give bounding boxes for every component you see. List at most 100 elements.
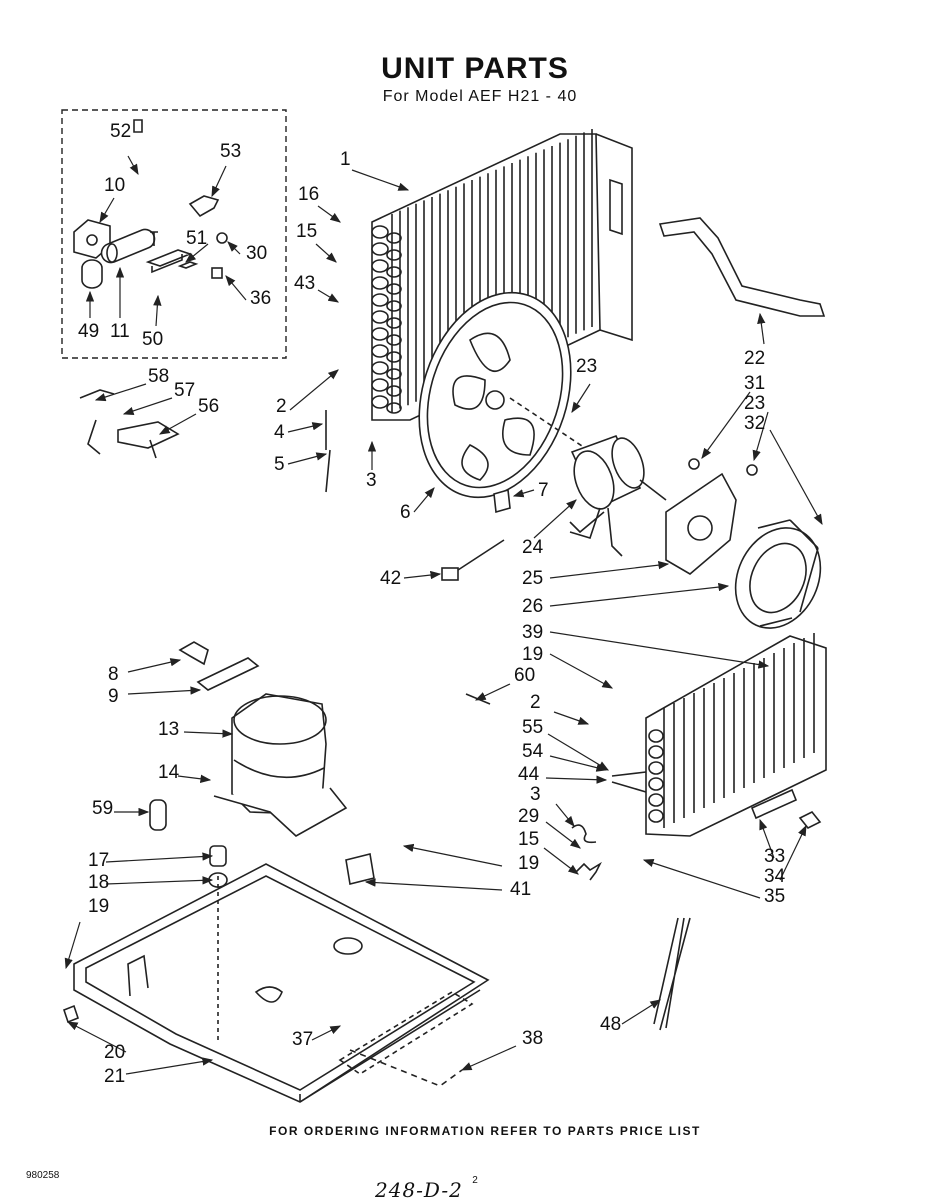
bracket-part-41: [345, 853, 375, 885]
callout-26: 26: [522, 596, 543, 617]
callout-4: 4: [274, 422, 285, 443]
callout-50: 50: [142, 329, 163, 350]
bracket-part-50: [145, 249, 193, 274]
part-38: [349, 1049, 463, 1087]
callout-32: 32: [744, 413, 765, 434]
callout-19: 19: [518, 853, 539, 874]
page-title: UNIT PARTS: [381, 52, 569, 85]
harness-part-56: [79, 389, 180, 459]
callout-20: 20: [104, 1042, 125, 1063]
callout-1: 1: [340, 149, 351, 170]
coil-return-bends: [371, 225, 402, 414]
callout-44: 44: [518, 764, 540, 785]
callout-2: 2: [276, 396, 287, 417]
callout-9: 9: [108, 686, 119, 707]
callout-15: 15: [518, 829, 539, 850]
callout-33: 33: [764, 846, 785, 867]
part-7: [493, 488, 511, 514]
callout-3: 3: [530, 784, 541, 805]
grommet-part-17: [209, 845, 227, 867]
part-33: [750, 788, 798, 820]
nut-part-31: [688, 458, 700, 470]
screw-part-51a: [150, 231, 158, 246]
callout-42: 42: [380, 568, 401, 589]
part-59: [149, 799, 167, 831]
motor-mount-part-25: [665, 472, 737, 575]
bracket-part-8: [178, 641, 209, 666]
callout-10: 10: [104, 175, 125, 196]
callout-18: 18: [88, 872, 109, 893]
callout-31: 31: [744, 373, 765, 394]
strap-part-51b: [177, 261, 199, 269]
evaporator-coil-part-39: [611, 633, 827, 837]
callout-48: 48: [600, 1014, 621, 1035]
nut-part-36: [211, 267, 223, 279]
callout-39: 39: [522, 622, 543, 643]
callout-54: 54: [522, 741, 544, 762]
handwritten-note: 248-D-2: [375, 1178, 463, 1200]
fan-motor-part-24: [509, 397, 667, 557]
callout-56: 56: [198, 396, 219, 417]
part-29: [571, 824, 597, 844]
bracket-part-22: [658, 217, 826, 317]
callout-11: 11: [110, 321, 130, 342]
callout-13: 13: [158, 719, 179, 740]
clip-part-52: [133, 119, 143, 133]
compressor-part-13: [213, 693, 348, 837]
inset-box: [61, 109, 287, 359]
callout-38: 38: [522, 1028, 543, 1049]
page-subtitle: For Model AEF H21 - 40: [382, 88, 578, 105]
callout-23: 23: [576, 356, 597, 377]
parts-4-5: [325, 410, 331, 493]
callout-37: 37: [292, 1029, 313, 1050]
part-34: [798, 810, 822, 830]
callout-53: 53: [220, 141, 241, 162]
callout-51: 51: [186, 228, 207, 249]
part-15-lower: [575, 861, 602, 881]
evaporator-fins: [648, 633, 815, 828]
base-pan-part-21: [73, 863, 490, 1103]
callout-8: 8: [108, 664, 119, 685]
callout-19: 19: [88, 896, 109, 917]
callout-2: 2: [530, 692, 541, 713]
callout-52: 52: [110, 121, 131, 142]
wires-part-48: [653, 917, 691, 1031]
callout-41: 41: [510, 879, 531, 900]
callout-7: 7: [538, 480, 549, 501]
callout-17: 17: [88, 850, 109, 871]
callout-5: 5: [274, 454, 285, 475]
callout-29: 29: [518, 806, 539, 827]
bracket-part-53: [188, 195, 220, 218]
callout-25: 25: [522, 568, 543, 589]
callout-30: 30: [246, 243, 267, 264]
callout-22: 22: [744, 348, 765, 369]
fan-shroud-part-6: [418, 291, 572, 499]
bracket-part-9: [196, 657, 260, 691]
callout-24: 24: [522, 537, 544, 558]
callout-35: 35: [764, 886, 785, 907]
callout-57: 57: [174, 380, 195, 401]
callout-3: 3: [366, 470, 377, 491]
callout-60: 60: [514, 665, 535, 686]
nut-part-32: [746, 464, 758, 476]
callout-58: 58: [148, 366, 169, 387]
callout-49: 49: [78, 321, 99, 342]
page-number: 2: [472, 1175, 478, 1186]
callout-16: 16: [298, 184, 319, 205]
callout-19: 19: [522, 644, 543, 665]
callout-14: 14: [158, 762, 180, 783]
callout-34: 34: [764, 866, 786, 887]
terminal-part-49: [81, 259, 103, 289]
callout-leader-lines: [64, 155, 823, 1075]
callout-43: 43: [294, 273, 315, 294]
callout-23: 23: [744, 393, 765, 414]
thermostat-part-42: [441, 567, 459, 581]
callout-15: 15: [296, 221, 317, 242]
blower-wheel-part-26: [734, 519, 822, 629]
callout-21: 21: [104, 1066, 125, 1087]
callout-6: 6: [400, 502, 411, 523]
document-number: 980258: [26, 1170, 60, 1181]
